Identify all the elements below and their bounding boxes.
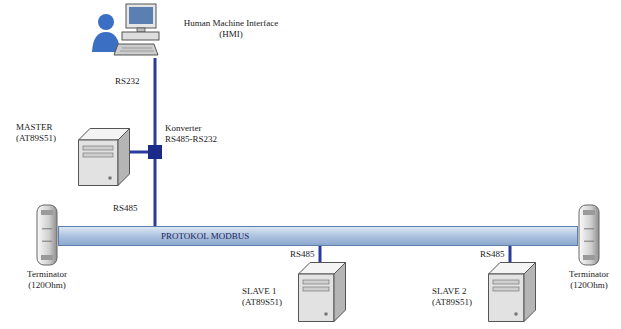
bus-label: PROTOKOL MODBUS xyxy=(161,231,249,242)
term-icon xyxy=(578,204,600,266)
terminator-label: Terminator (120Ohm) xyxy=(19,269,75,291)
terminator: Terminator (120Ohm) xyxy=(578,204,600,266)
slave-label: SLAVE 1 (AT89S51) xyxy=(242,286,296,308)
bus-wire xyxy=(154,159,157,226)
converter-block: Konverter RS485-RS232 xyxy=(148,145,162,159)
master-label: MASTER (AT89S51) xyxy=(16,122,74,144)
interface-label: RS232 xyxy=(114,76,141,87)
bus-wire xyxy=(154,58,157,145)
slave-unit: SLAVE 2 (AT89S51) xyxy=(488,262,536,322)
master-unit: MASTER (AT89S51) xyxy=(78,128,130,186)
slave-unit: SLAVE 1 (AT89S51) xyxy=(298,262,346,322)
slave-label: SLAVE 2 (AT89S51) xyxy=(432,286,486,308)
conv-icon xyxy=(148,145,162,159)
bus-wire xyxy=(130,151,148,154)
hmi-icon xyxy=(92,2,160,58)
hmi-computer: Human Machine Interface (HMI) xyxy=(92,2,160,58)
box-icon xyxy=(488,262,536,322)
interface-label: RS485 xyxy=(289,249,316,260)
converter-label: Konverter RS485-RS232 xyxy=(165,123,227,145)
bus-wire xyxy=(319,246,322,262)
box-icon xyxy=(298,262,346,322)
term-icon xyxy=(36,204,58,266)
bus-wire xyxy=(509,246,512,262)
hmi-label: Human Machine Interface (HMI) xyxy=(175,18,287,40)
interface-label: RS485 xyxy=(112,203,139,214)
modbus-bus: PROTOKOL MODBUS xyxy=(58,226,578,246)
terminator: Terminator (120Ohm) xyxy=(36,204,58,266)
box-icon xyxy=(78,128,130,186)
interface-label: RS485 xyxy=(479,249,506,260)
terminator-label: Terminator (120Ohm) xyxy=(561,269,617,291)
